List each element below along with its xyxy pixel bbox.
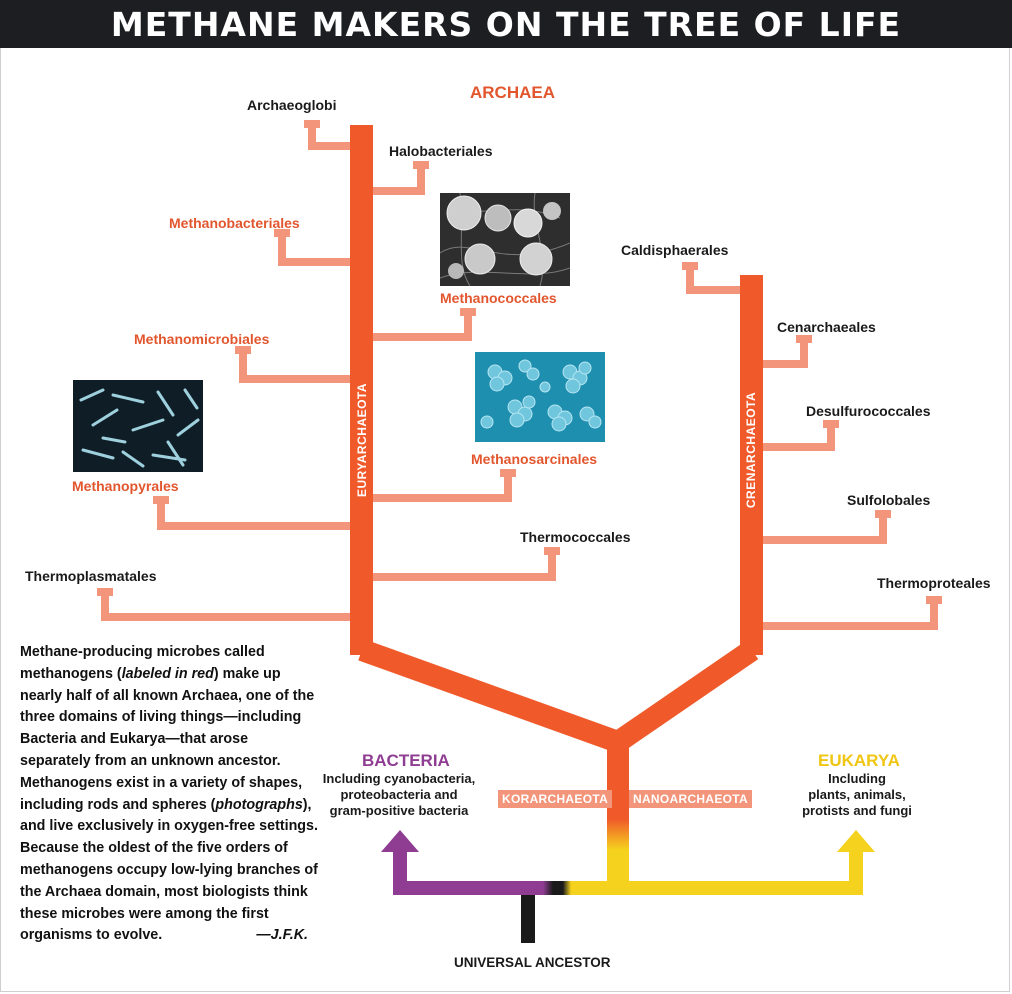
order-archaeoglobi: Archaeoglobi — [247, 97, 337, 113]
crenarchaeota-branches — [682, 262, 942, 630]
euryarchaeota-branches — [97, 120, 560, 621]
order-desulfurococcales: Desulfurococcales — [806, 403, 931, 419]
methanosarcinales-photo — [475, 352, 605, 442]
bacteria-description: Including cyanobacteria, proteobacteria … — [322, 771, 476, 818]
page-title: METHANE MAKERS ON THE TREE OF LIFE — [0, 0, 1012, 48]
order-methanopyrales: Methanopyrales — [72, 478, 179, 494]
order-halobacteriales: Halobacteriales — [389, 143, 493, 159]
order-methanomicrobiales: Methanomicrobiales — [134, 331, 270, 347]
caption-text: Methane-producing microbes called methan… — [20, 642, 320, 947]
order-methanosarcinales: Methanosarcinales — [471, 451, 598, 467]
bacteria-heading: BACTERIA — [362, 751, 450, 770]
order-methanobacteriales: Methanobacteriales — [169, 215, 300, 231]
clusters-micrograph-icon — [475, 352, 605, 442]
rods-micrograph-icon — [73, 380, 203, 472]
methanococcales-photo — [440, 193, 570, 286]
bacteria-arrow — [381, 830, 500, 895]
korarchaeota-label: KORARCHAEOTA — [498, 790, 613, 808]
order-thermoproteales: Thermoproteales — [877, 575, 991, 591]
archaea-stem — [607, 735, 629, 888]
caption-signature: —J.F.K. — [256, 927, 308, 944]
spheres-micrograph-icon — [440, 193, 570, 286]
crenarchaeota-trunk — [740, 275, 763, 655]
methanopyrales-photo — [73, 380, 203, 472]
eukarya-heading: EUKARYA — [818, 751, 900, 770]
root-bar — [490, 881, 630, 895]
euryarchaeota-label: EURYARCHAEOTA — [355, 382, 369, 498]
trunk-split — [358, 639, 759, 755]
order-cenarchaeales: Cenarchaeales — [777, 319, 876, 335]
order-methanococcales: Methanococcales — [440, 290, 557, 306]
crenarchaeota-label: CRENARCHAEOTA — [744, 391, 758, 509]
eukarya-arrow — [620, 830, 875, 895]
root-stem — [521, 895, 535, 943]
nanoarchaeota-label: NANOARCHAEOTA — [629, 790, 753, 808]
order-thermococcales: Thermococcales — [520, 529, 631, 545]
euryarchaeota-trunk — [350, 125, 373, 655]
order-sulfolobales: Sulfolobales — [847, 492, 931, 508]
archaea-heading: ARCHAEA — [470, 83, 555, 102]
order-thermoplasmatales: Thermoplasmatales — [25, 568, 157, 584]
eukarya-description: Including plants, animals, protists and … — [802, 771, 912, 818]
order-caldisphaerales: Caldisphaerales — [621, 242, 729, 258]
universal-ancestor-label: UNIVERSAL ANCESTOR — [454, 955, 611, 970]
